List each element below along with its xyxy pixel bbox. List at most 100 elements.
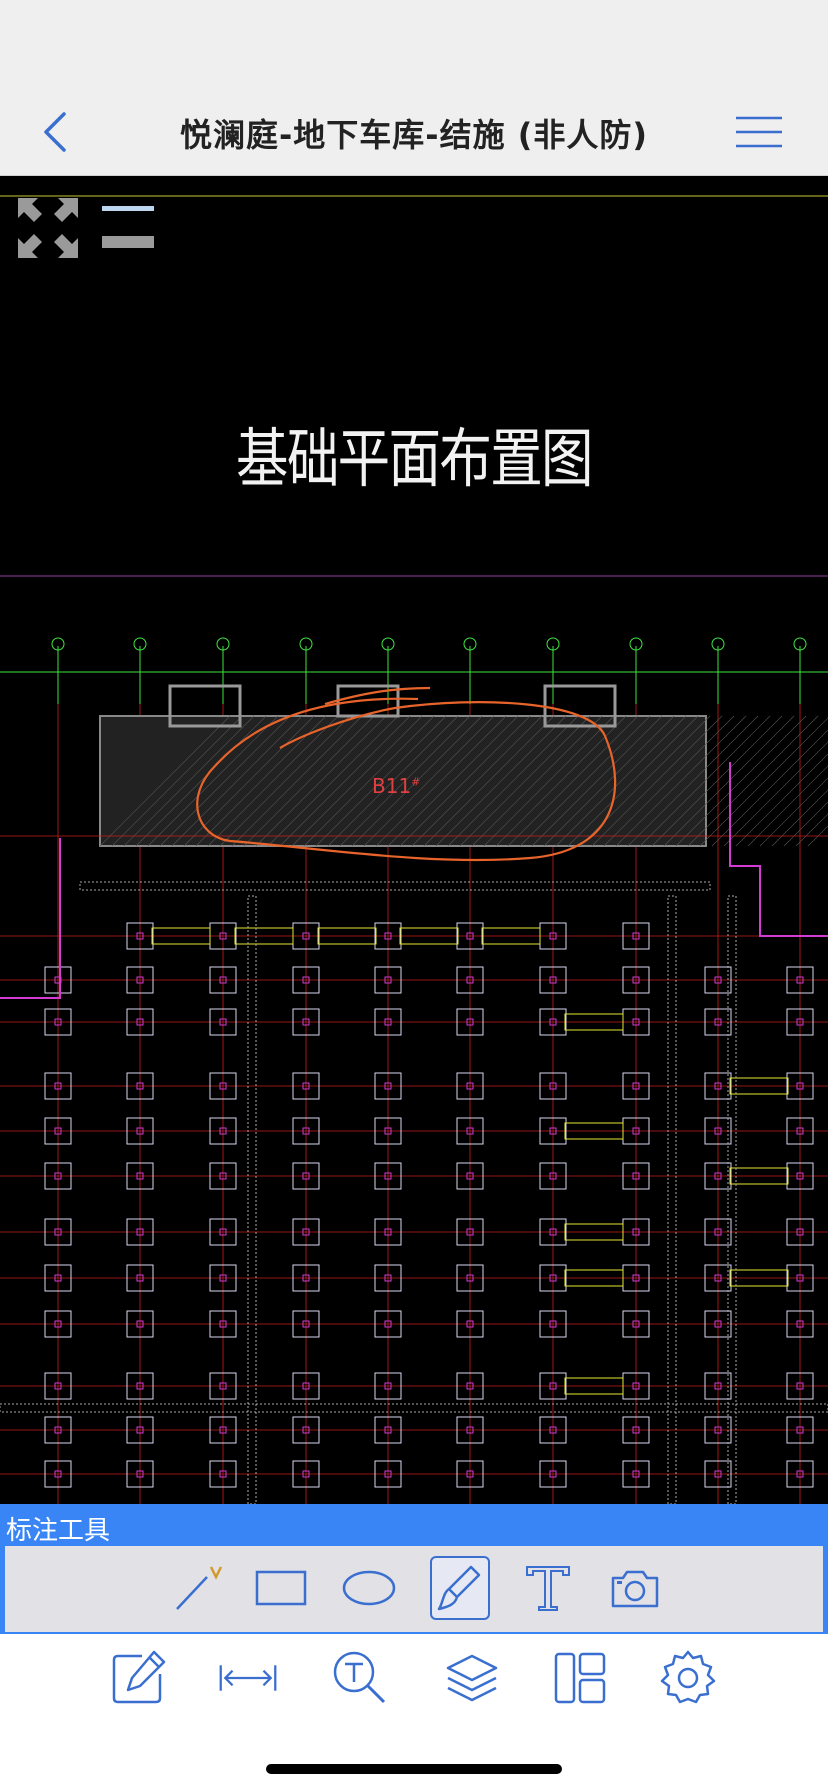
column-marker <box>714 1127 722 1135</box>
column-footing <box>704 1008 732 1036</box>
column-footing <box>209 1264 237 1292</box>
column-marker <box>136 1172 144 1180</box>
column-footing <box>704 1162 732 1190</box>
column-footing <box>44 1072 72 1100</box>
column-footing <box>126 966 154 994</box>
fullscreen-button[interactable] <box>16 196 80 260</box>
tie-beam <box>564 1122 624 1140</box>
column-marker <box>796 1470 804 1478</box>
tab-text-search[interactable] <box>330 1648 390 1708</box>
hatch-line <box>99 715 231 847</box>
hatch-line <box>723 741 828 847</box>
column-footing <box>374 1117 402 1145</box>
hatch-line <box>171 715 303 847</box>
column-marker <box>219 1426 227 1434</box>
ellipse-tool-button[interactable] <box>339 1556 399 1620</box>
pen-tool-button[interactable] <box>430 1556 490 1620</box>
tie-beam <box>729 1167 789 1185</box>
column-marker <box>384 1127 392 1135</box>
hatch-line <box>279 715 411 847</box>
column-marker <box>549 1382 557 1390</box>
tab-settings[interactable] <box>658 1648 718 1708</box>
annotation-tools-tray <box>5 1546 823 1632</box>
hatch-line <box>399 715 531 847</box>
column-marker <box>302 1426 310 1434</box>
column-marker <box>632 1320 640 1328</box>
column-marker <box>136 1470 144 1478</box>
rectangle-tool-button[interactable] <box>251 1556 311 1620</box>
rectangle-tool-icon <box>255 1570 307 1606</box>
tab-layers[interactable] <box>442 1648 502 1708</box>
tie-beam <box>234 927 294 945</box>
column-footing <box>456 1218 484 1246</box>
zoom-slider-bottom[interactable] <box>102 236 154 248</box>
hatch-line <box>303 715 435 847</box>
line-tool-button[interactable] <box>168 1556 228 1620</box>
tab-layout[interactable] <box>550 1648 610 1708</box>
menu-button[interactable] <box>734 114 784 150</box>
building-wing <box>168 684 242 728</box>
column-marker <box>796 1320 804 1328</box>
column-footing <box>704 1310 732 1338</box>
drawing-canvas[interactable]: 基础平面布置图 B11# <box>0 176 828 1504</box>
column-marker <box>549 1274 557 1282</box>
column-marker <box>714 1320 722 1328</box>
hatch-line <box>339 715 471 847</box>
hatch-line <box>459 715 591 847</box>
text-tool-button[interactable] <box>518 1556 578 1620</box>
column-footing <box>539 1372 567 1400</box>
hatch-line <box>159 715 291 847</box>
column-marker <box>632 1172 640 1180</box>
column-footing <box>209 1416 237 1444</box>
column-footing <box>374 1008 402 1036</box>
column-footing <box>539 1162 567 1190</box>
hatch-line <box>327 715 459 847</box>
column-footing <box>126 1372 154 1400</box>
column-footing <box>44 966 72 994</box>
column-marker <box>384 1382 392 1390</box>
column-footing <box>292 1264 320 1292</box>
column-footing <box>539 1218 567 1246</box>
column-marker <box>219 1228 227 1236</box>
tab-edit[interactable] <box>108 1648 168 1708</box>
camera-tool-button[interactable] <box>605 1556 665 1620</box>
column-footing <box>209 1372 237 1400</box>
column-marker <box>219 1274 227 1282</box>
column-marker <box>302 1018 310 1026</box>
tie-beam <box>564 1223 624 1241</box>
column-marker <box>796 1127 804 1135</box>
column-footing <box>126 1072 154 1100</box>
chevron-left-icon <box>44 112 66 152</box>
hatch-line <box>123 715 255 847</box>
column-marker <box>632 1228 640 1236</box>
column-footing <box>704 1372 732 1400</box>
column-footing <box>622 966 650 994</box>
column-footing <box>539 1416 567 1444</box>
column-footing <box>704 1460 732 1488</box>
zoom-slider-top[interactable] <box>102 206 154 211</box>
tab-measure[interactable] <box>218 1648 278 1708</box>
column-footing <box>786 1310 814 1338</box>
column-marker <box>54 1382 62 1390</box>
column-marker <box>302 1127 310 1135</box>
column-footing <box>126 1008 154 1036</box>
column-marker <box>136 932 144 940</box>
back-button[interactable] <box>36 106 84 158</box>
column-footing <box>126 1117 154 1145</box>
column-marker <box>219 932 227 940</box>
column-footing <box>456 1117 484 1145</box>
column-footing <box>292 1372 320 1400</box>
column-footing <box>44 1310 72 1338</box>
column-marker <box>632 1382 640 1390</box>
column-marker <box>549 1082 557 1090</box>
column-footing <box>292 1162 320 1190</box>
hatch-line <box>759 777 828 847</box>
column-footing <box>456 1310 484 1338</box>
hatch-line <box>207 715 339 847</box>
menu-icon <box>736 116 782 148</box>
column-marker <box>549 1018 557 1026</box>
column-footing <box>44 1372 72 1400</box>
annotation-mark-label: B11# <box>372 774 420 798</box>
column-footing <box>209 1008 237 1036</box>
hatch-line <box>435 715 567 847</box>
